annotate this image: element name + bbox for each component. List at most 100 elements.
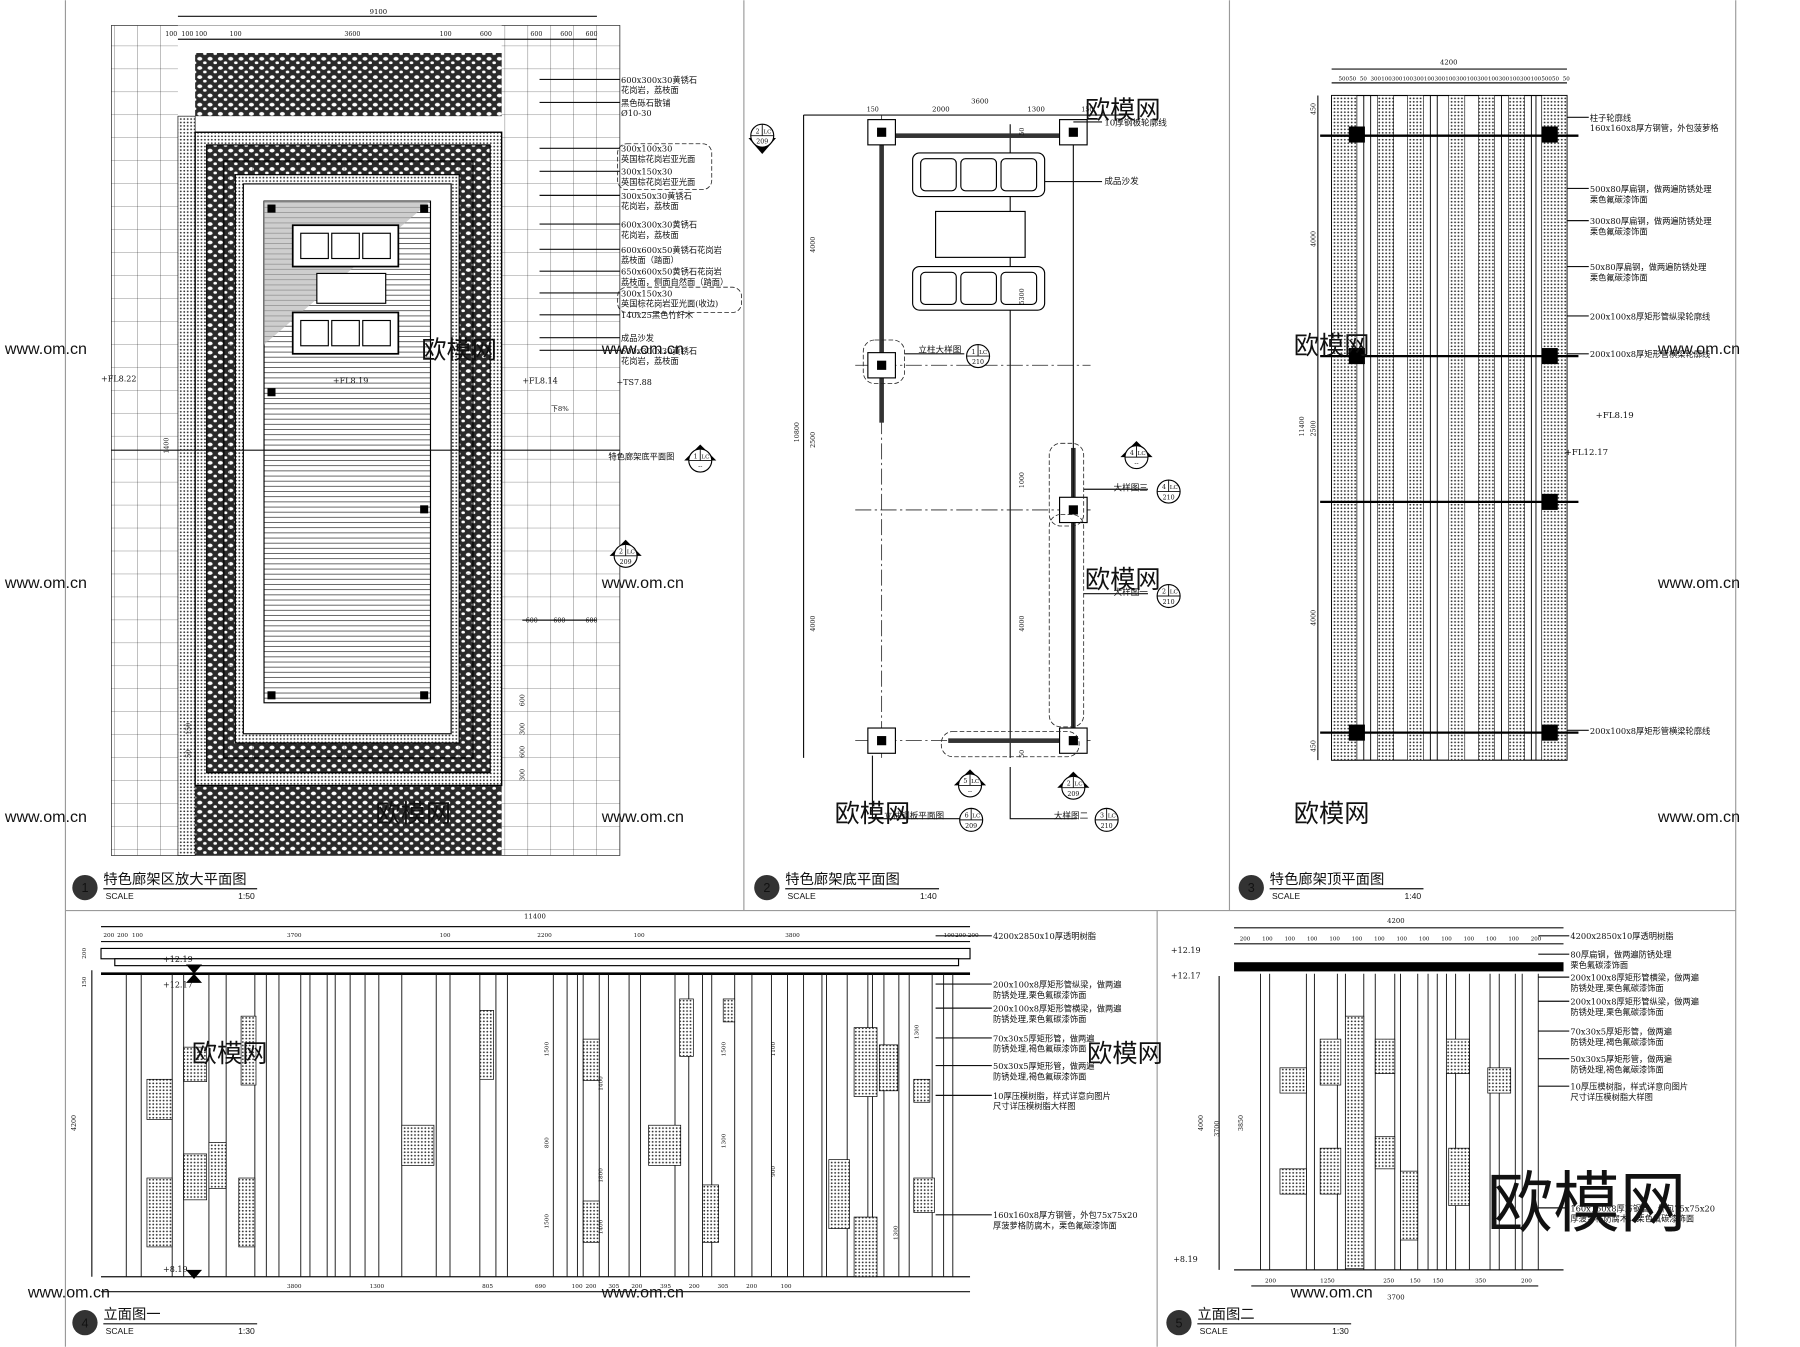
- drawing-number: 2: [763, 881, 770, 895]
- dimension: 300: [1371, 77, 1382, 83]
- annotation-note: 70x30x5厚矩形管，做两遍: [1570, 1027, 1672, 1037]
- dimension: 4000: [810, 237, 817, 253]
- annotation-note: 600x300x30黄锈石: [621, 220, 697, 230]
- annotation-note: 300x150x30: [621, 288, 672, 298]
- resin-panel: [238, 1177, 256, 1248]
- annotation-note: 防锈处理,栗色氟碳漆饰面: [993, 990, 1086, 1000]
- dimension: 4000: [810, 616, 817, 632]
- annotation-note: 栗色氟碳漆饰面: [1590, 194, 1648, 204]
- dimension: 4200: [1387, 917, 1404, 925]
- watermark-layer: www.om.cn www.om.cn www.om.cn www.om.cn www.…: [4, 96, 1740, 1301]
- resin-panel: [913, 1078, 931, 1103]
- annotation-note: 防锈处理,褐色氟碳漆饰面: [993, 1044, 1086, 1054]
- watermark-url: www.om.cn: [601, 574, 684, 592]
- resin-panel: [240, 1015, 257, 1086]
- index-number: 2: [1067, 780, 1071, 787]
- index-number: 5: [963, 778, 967, 785]
- dimension: 1100: [771, 1041, 777, 1056]
- scale-value: 1:40: [1404, 891, 1421, 901]
- resin-panel: [1374, 1038, 1396, 1074]
- watermark-url: www.om.cn: [4, 574, 87, 592]
- dimension: 300: [1413, 77, 1424, 83]
- reference-label: 特色廊架底平面图: [608, 451, 674, 461]
- dimension: 2500: [810, 432, 817, 448]
- dimension: 100: [195, 31, 207, 38]
- dimension: 600: [553, 617, 565, 624]
- dimension: 600: [520, 694, 527, 706]
- index-sheet: --: [698, 464, 702, 471]
- dimension: 200: [1521, 1278, 1532, 1284]
- index-sheet-code: LC: [971, 779, 980, 785]
- dimension: 100: [1307, 936, 1318, 942]
- dimension: 100: [1467, 77, 1478, 83]
- dimension: 1300: [1027, 106, 1045, 114]
- index-number: 2: [756, 128, 760, 135]
- index-number: 6: [965, 813, 969, 820]
- annotation-note: 50x80厚扁钢，做两遍防锈处理: [1590, 262, 1706, 272]
- watermark-url: www.om.cn: [4, 808, 87, 826]
- dimension: 200: [1265, 1278, 1276, 1284]
- dimension: 200: [689, 1284, 700, 1290]
- annotation-note: 栗色氟碳漆饰面: [1590, 226, 1648, 236]
- annotation-note: 荔枝面（踏面）: [621, 255, 679, 265]
- watermark-logo: 欧模网: [1294, 800, 1370, 828]
- resin-panel: [1400, 1170, 1419, 1241]
- annotation-note: 140x25黑色竹纤木: [621, 310, 693, 320]
- dimension: 300: [1477, 77, 1488, 83]
- dimension: 500: [1339, 77, 1350, 83]
- dimension: 500: [1541, 77, 1552, 83]
- resin-panel: [1374, 1136, 1396, 1170]
- index-sheet-code: LC: [972, 814, 981, 820]
- dimension: 300: [1435, 77, 1446, 83]
- elevation-marker-icon: [185, 964, 203, 983]
- dimension: 1800: [599, 1168, 605, 1183]
- dimension: 1300: [722, 1133, 728, 1148]
- watermark-logo: 欧模网: [375, 800, 451, 828]
- dimension: 600: [526, 617, 538, 624]
- dimension: 100: [1441, 936, 1452, 942]
- watermark-logo: 欧模网: [1085, 96, 1161, 124]
- drawing-number-badge: [1238, 874, 1264, 901]
- annotation-note: 英国棕花岗岩亚光面: [621, 154, 695, 164]
- drawing-title: 特色廊架区放大平面图: [103, 871, 246, 888]
- slope-mark: 下8%: [551, 405, 569, 413]
- annotation-note: 花岗岩，荔枝面: [621, 201, 679, 211]
- dimension: 100: [781, 1284, 792, 1290]
- elevation-mark: +8.19: [1173, 1255, 1198, 1264]
- annotation-note: 花岗岩，荔枝面: [621, 85, 679, 95]
- watermark-url: www.om.cn: [601, 340, 684, 358]
- dimension: 100: [1464, 936, 1475, 942]
- callout-label: 大样图一: [1114, 586, 1149, 598]
- index-sheet-code: LC: [627, 550, 636, 556]
- scale-label: SCALE: [106, 891, 134, 901]
- dimension: 350: [1475, 1278, 1486, 1284]
- resin-panel: [1487, 1067, 1512, 1094]
- scale-label: SCALE: [106, 1326, 134, 1336]
- dimension: 1300: [894, 1225, 900, 1240]
- watermark-url: www.om.cn: [4, 340, 87, 358]
- watermark-url: www.om.cn: [1290, 1283, 1373, 1301]
- index-sheet: 209: [965, 823, 977, 830]
- index-number: 1: [694, 453, 698, 460]
- elevation-mark: +12.17: [163, 980, 193, 989]
- resin-panel: [183, 1153, 207, 1201]
- resin-panel: [853, 1027, 878, 1097]
- dimension: 100: [1424, 77, 1435, 83]
- dimension: 100: [1381, 77, 1392, 83]
- annotation-note: 栗色氟碳漆饰面: [1570, 960, 1628, 970]
- dimension: 50: [1563, 77, 1570, 83]
- annotation-note: 80厚扁钢，做两遍防锈处理: [1570, 950, 1671, 960]
- drawing-title: 特色廊架顶平面图: [1270, 871, 1385, 888]
- resin-panel: [183, 1046, 207, 1082]
- annotation-note: 70x30x5厚矩形管，做两遍: [993, 1033, 1095, 1043]
- drawing-title: 立面图二: [1197, 1306, 1254, 1323]
- annotation-note: 300x100x30: [621, 144, 672, 154]
- dimension: 1000: [1019, 472, 1026, 488]
- index-sheet: --: [968, 788, 972, 795]
- sofa-icon: [912, 265, 1046, 311]
- drawing-number-badge: [72, 874, 98, 901]
- resin-panel: [828, 1159, 850, 1229]
- dimension: 3700: [1387, 1294, 1404, 1302]
- dimension: 100: [572, 1284, 583, 1290]
- drawing-title: 特色廊架底平面图: [785, 871, 900, 888]
